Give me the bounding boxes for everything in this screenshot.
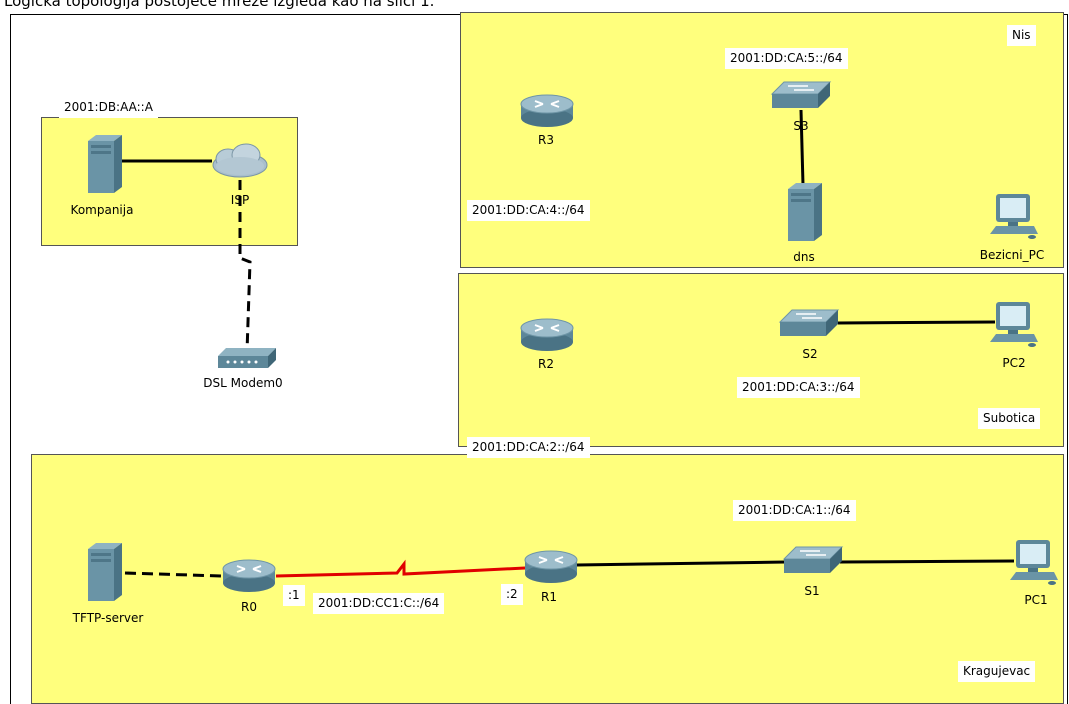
switch-icon [770,81,832,108]
page-header: Logička topologija postojeće mreže izgle… [4,0,435,10]
modem-icon [218,348,276,368]
switch-s2[interactable] [778,309,840,340]
device-label-bezicni-pc: Bezicni_PC [979,248,1045,262]
pc-pc1[interactable] [1010,540,1058,586]
device-label-pc1: PC1 [1024,593,1048,607]
router-icon [222,559,276,592]
switch-s3[interactable] [770,81,832,112]
device-label-r3: R3 [538,133,554,147]
zone-label-kragujevac: Kragujevac [958,661,1036,682]
server-icon [88,135,122,193]
link-isp-dsl-modem[interactable] [238,180,252,353]
network-label-nis-s3: 2001:DD:CA:5::/64 [725,48,848,69]
cloud-isp[interactable] [210,142,270,180]
device-label-isp: ISP [230,193,250,207]
device-label-r1: R1 [541,590,557,604]
server-kompanija[interactable] [88,135,124,193]
link-s3-dns[interactable] [799,109,805,186]
device-label-s1: S1 [804,584,820,598]
pc-bezicni[interactable] [990,194,1038,240]
device-label-pc2: PC2 [1002,356,1026,370]
device-label-s2: S2 [802,347,818,361]
router-r2[interactable] [519,316,575,352]
server-icon [788,183,822,241]
cloud-icon [212,143,268,178]
dsl-modem[interactable] [218,348,276,370]
zone-label-nis: Nis [1007,25,1036,46]
pc-icon [990,302,1038,347]
router-r0[interactable] [221,557,277,593]
link-tftp-r0[interactable] [124,571,223,578]
isp-zone [41,117,298,246]
network-label-kragujevac-s1: 2001:DD:CA:1::/64 [733,500,856,521]
switch-icon [778,309,840,336]
pc-icon [1010,540,1058,585]
router-icon [520,318,574,351]
server-tftp[interactable] [88,543,124,601]
interface-label-r1: :2 [501,584,523,605]
network-label-isp: 2001:DB:AA::A [59,97,158,118]
network-label-subotica: 2001:DD:CA:3::/64 [737,377,860,398]
router-r1[interactable] [523,548,579,584]
link-s2-pc2[interactable] [837,320,996,325]
switch-s1[interactable] [782,546,844,577]
network-label-serial: 2001:DD:CC1:C::/64 [313,593,445,614]
router-icon [524,550,578,583]
network-label-nis-r3: 2001:DD:CA:4::/64 [467,200,590,221]
subotica-zone [458,273,1064,447]
device-label-kompanija: Kompanija [70,203,134,217]
zone-label-subotica: Subotica [978,408,1041,429]
server-icon [88,543,122,601]
router-icon [520,94,574,127]
device-label-tftp-server: TFTP-server [72,611,144,625]
switch-icon [782,546,844,573]
network-label-kragujevac-top: 2001:DD:CA:2::/64 [467,437,590,458]
device-label-s3: S3 [793,119,809,133]
interface-label-r0: :1 [283,585,305,606]
pc-icon [990,194,1038,239]
device-label-dsl-modem: DSL Modem0 [203,376,283,390]
device-label-dns: dns [793,250,815,264]
device-label-r0: R0 [241,600,257,614]
link-r1-s1[interactable] [576,560,787,567]
link-s1-pc1[interactable] [839,559,1015,564]
router-r3[interactable] [519,92,575,128]
server-dns[interactable] [788,183,824,241]
device-label-r2: R2 [538,357,554,371]
link-r0-r1-serial[interactable] [275,559,526,578]
pc-pc2[interactable] [990,302,1038,348]
